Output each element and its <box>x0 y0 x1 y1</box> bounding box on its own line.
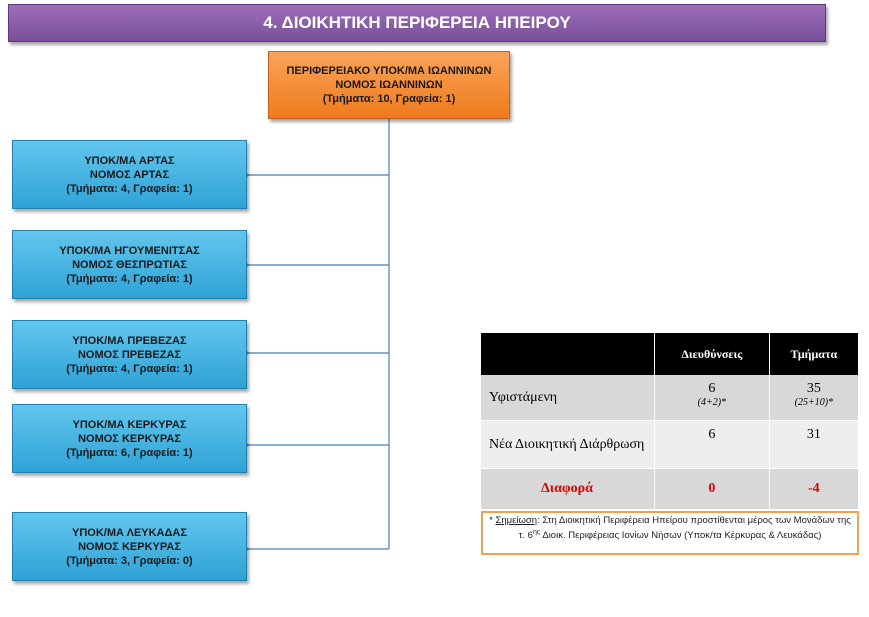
main-unit-box: ΠΕΡΙΦΕΡΕΙΑΚΟ ΥΠΟΚ/ΜΑ ΙΩΑΝΝΙΝΩΝ ΝΟΜΟΣ ΙΩΑ… <box>268 51 510 119</box>
note-box: * Σημείωση: Στη Διοικητική Περιφέρεια Ηπ… <box>481 511 859 555</box>
row-label: Νέα Διοικητική Διάρθρωση <box>481 420 655 469</box>
row-departments-value: 35 <box>806 381 821 396</box>
row-directorates: 6 <box>654 420 770 469</box>
sub-unit-prefecture: ΝΟΜΟΣ ΠΡΕΒΕΖΑΣ <box>77 348 182 361</box>
sub-unit-box-lefkada: ΥΠΟΚ/ΜΑ ΛΕΥΚΑΔΑΣ ΝΟΜΟΣ ΚΕΡΚΥΡΑΣ (Τμήματα… <box>12 512 247 581</box>
row-directorates: 6 (4+2)* <box>654 375 770 421</box>
sub-unit-box-arta: ΥΠΟΚ/ΜΑ ΑΡΤΑΣ ΝΟΜΟΣ ΑΡΤΑΣ (Τμήματα: 4, Γ… <box>12 140 247 209</box>
sub-unit-box-preveza: ΥΠΟΚ/ΜΑ ΠΡΕΒΕΖΑΣ ΝΟΜΟΣ ΠΡΕΒΕΖΑΣ (Τμήματα… <box>12 320 247 389</box>
table-header-departments: Τμήματα <box>769 333 860 375</box>
note-star: * <box>489 515 496 526</box>
sub-unit-box-kerkyra: ΥΠΟΚ/ΜΑ ΚΕΡΚΥΡΑΣ ΝΟΜΟΣ ΚΕΡΚΥΡΑΣ (Τμήματα… <box>12 404 247 473</box>
row-directorates: 0 <box>654 468 770 510</box>
row-departments-breakdown: (25+10)* <box>794 397 834 408</box>
sub-unit-prefecture: ΝΟΜΟΣ ΚΕΡΚΥΡΑΣ <box>78 432 181 445</box>
comparison-table: Διευθύνσεις Τμήματα Υφιστάμενη 6 (4+2)* … <box>481 333 860 510</box>
main-unit-name: ΠΕΡΙΦΕΡΕΙΑΚΟ ΥΠΟΚ/ΜΑ ΙΩΑΝΝΙΝΩΝ <box>286 65 492 77</box>
sub-unit-box-igoumenitsa: ΥΠΟΚ/ΜΑ ΗΓΟΥΜΕΝΙΤΣΑΣ ΝΟΜΟΣ ΘΕΣΠΡΩΤΙΑΣ (Τ… <box>12 230 247 299</box>
sub-unit-name: ΥΠΟΚ/ΜΑ ΑΡΤΑΣ <box>84 154 175 167</box>
sub-unit-prefecture: ΝΟΜΟΣ ΘΕΣΠΡΩΤΙΑΣ <box>72 258 187 271</box>
note-superscript: ης <box>532 529 541 536</box>
row-label: Διαφορά <box>481 468 655 510</box>
table-row-difference: Διαφορά 0 -4 <box>481 468 860 510</box>
table-header-directorates: Διευθύνσεις <box>654 333 770 375</box>
sub-unit-counts: (Τμήματα: 6, Γραφεία: 1) <box>66 446 193 459</box>
sub-unit-prefecture: ΝΟΜΟΣ ΑΡΤΑΣ <box>89 168 170 181</box>
row-departments: 35 (25+10)* <box>769 375 860 421</box>
sub-unit-counts: (Τμήματα: 4, Γραφεία: 1) <box>66 272 193 285</box>
table-row: Νέα Διοικητική Διάρθρωση 6 31 <box>481 420 860 469</box>
sub-unit-name: ΥΠΟΚ/ΜΑ ΚΕΡΚΥΡΑΣ <box>72 418 187 431</box>
table-row: Υφιστάμενη 6 (4+2)* 35 (25+10)* <box>481 375 860 421</box>
note-text: : Στη Διοικητική Περιφέρεια Ηπείρου προσ… <box>518 515 851 542</box>
main-unit-counts: (Τμήματα: 10, Γραφεία: 1) <box>322 93 456 105</box>
diagram-title: 4. ΔΙΟΙΚΗΤΙΚΗ ΠΕΡΙΦΕΡΕΙΑ ΗΠΕΙΡΟΥ <box>8 4 826 42</box>
row-directorates-breakdown: (4+2)* <box>697 397 727 408</box>
sub-unit-counts: (Τμήματα: 3, Γραφεία: 0) <box>66 554 193 567</box>
table-header-empty <box>481 333 655 375</box>
row-departments: 31 <box>769 420 860 469</box>
row-directorates-value: 6 <box>708 381 716 396</box>
sub-unit-name: ΥΠΟΚ/ΜΑ ΛΕΥΚΑΔΑΣ <box>72 526 187 539</box>
sub-unit-prefecture: ΝΟΜΟΣ ΚΕΡΚΥΡΑΣ <box>78 540 181 553</box>
main-unit-prefecture: ΝΟΜΟΣ ΙΩΑΝΝΙΝΩΝ <box>335 79 443 91</box>
sub-unit-name: ΥΠΟΚ/ΜΑ ΠΡΕΒΕΖΑΣ <box>72 334 187 347</box>
table-header-row: Διευθύνσεις Τμήματα <box>481 333 860 375</box>
row-label: Υφιστάμενη <box>481 375 655 421</box>
note-label: Σημείωση <box>495 515 538 526</box>
sub-unit-counts: (Τμήματα: 4, Γραφεία: 1) <box>66 182 193 195</box>
row-departments: -4 <box>769 468 860 510</box>
sub-unit-counts: (Τμήματα: 4, Γραφεία: 1) <box>66 362 193 375</box>
note-text-continued: Διοικ. Περιφέρειας Ιονίων Νήσων (Υποκ/τα… <box>540 530 822 542</box>
sub-unit-name: ΥΠΟΚ/ΜΑ ΗΓΟΥΜΕΝΙΤΣΑΣ <box>59 244 200 257</box>
